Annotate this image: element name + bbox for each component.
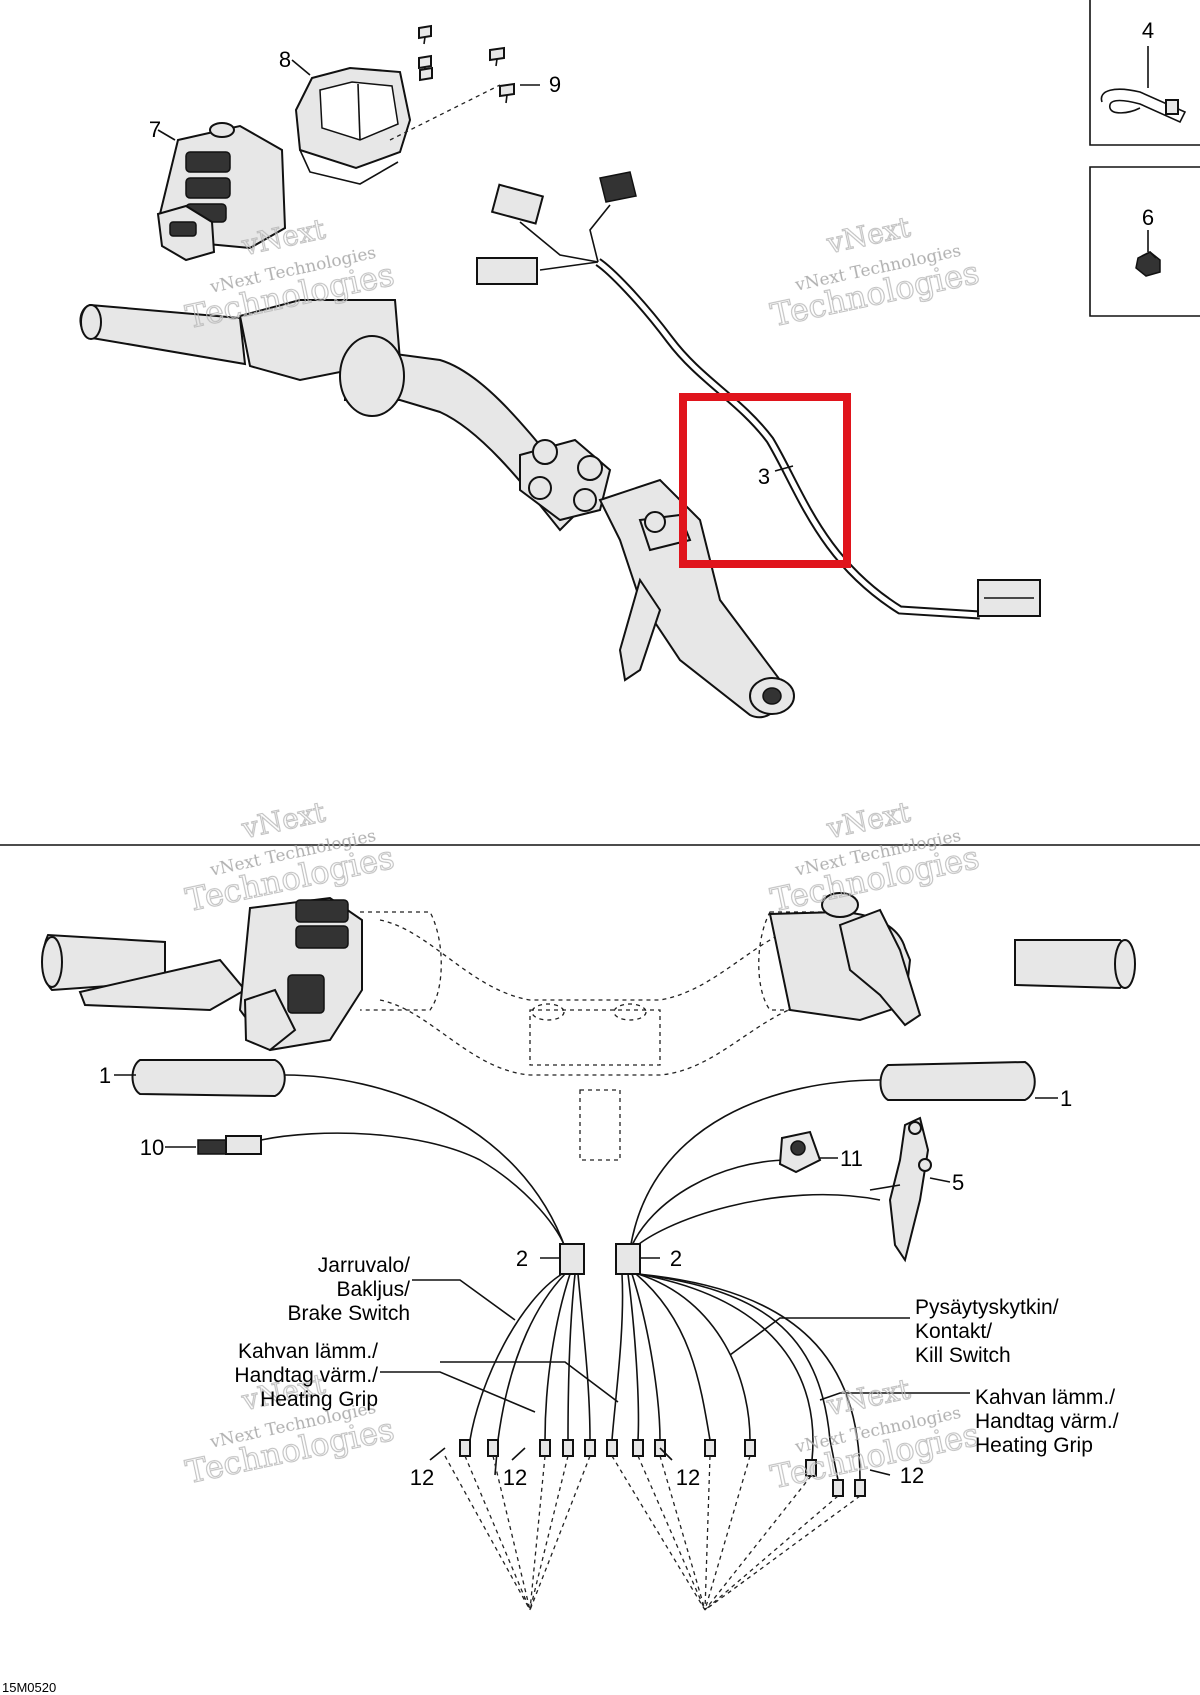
label-5: 5 xyxy=(952,1170,964,1195)
inset-box-6 xyxy=(1089,166,1200,317)
wiring-harness-3 xyxy=(476,171,1041,620)
label-12-b: 12 xyxy=(503,1465,527,1490)
drawing-code: 15M0520 xyxy=(2,1680,56,1695)
label-1-left: 1 xyxy=(99,1063,111,1088)
control-switch-module xyxy=(156,122,287,262)
clip-icon xyxy=(1135,251,1161,277)
label-2-left: 2 xyxy=(516,1246,528,1271)
dashed-connections xyxy=(444,1455,861,1611)
callout-heating-grip-right: Kahvan lämm./ Handtag värm./ Heating Gri… xyxy=(975,1386,1119,1457)
bracket-5 xyxy=(869,1116,932,1263)
heating-grip-elements xyxy=(131,1059,1036,1101)
switch-housing-cover xyxy=(294,66,412,185)
wire-bundle-left xyxy=(459,1273,596,1476)
inset-box-4 xyxy=(1089,0,1200,146)
svg-text:Kahvan lämm./: Kahvan lämm./ xyxy=(975,1386,1115,1409)
label-1-right: 1 xyxy=(1060,1086,1072,1111)
wire-grip-left xyxy=(284,1074,567,1251)
svg-text:Brake Switch: Brake Switch xyxy=(287,1302,410,1325)
label-6: 6 xyxy=(1142,205,1154,230)
connector-10 xyxy=(197,1132,567,1251)
handlebar-assembly-bottom xyxy=(41,892,1136,1161)
svg-text:Handtag värm./: Handtag värm./ xyxy=(975,1410,1119,1433)
label-8: 8 xyxy=(279,47,291,72)
wire-grip-right xyxy=(629,1079,881,1251)
highlight-box xyxy=(679,393,851,568)
screw-icons xyxy=(418,24,515,104)
svg-text:Pysäytyskytkin/: Pysäytyskytkin/ xyxy=(915,1296,1059,1319)
callout-kill-switch: Pysäytyskytkin/ Kontakt/ Kill Switch xyxy=(915,1296,1059,1367)
fastener-11 xyxy=(778,1130,822,1174)
sleeve-right xyxy=(615,1243,641,1275)
label-12-a: 12 xyxy=(410,1465,434,1490)
label-12-d: 12 xyxy=(900,1463,924,1488)
label-3: 3 xyxy=(758,464,770,489)
callout-heating-grip-left: Kahvan lämm./ Handtag värm./ Heating Gri… xyxy=(234,1340,378,1411)
label-11: 11 xyxy=(840,1146,863,1171)
handlebar-assembly-top xyxy=(79,299,795,719)
svg-text:Bakljus/: Bakljus/ xyxy=(336,1278,410,1301)
svg-text:Kill Switch: Kill Switch xyxy=(915,1344,1011,1367)
label-12-c: 12 xyxy=(676,1465,700,1490)
leader-3 xyxy=(774,465,794,472)
sleeve-left xyxy=(559,1243,585,1275)
cable-tie-icon xyxy=(1100,88,1187,124)
callout-brake-switch: Jarruvalo/ Bakljus/ Brake Switch xyxy=(287,1254,410,1325)
svg-text:Kontakt/: Kontakt/ xyxy=(915,1320,992,1343)
svg-text:Kahvan lämm./: Kahvan lämm./ xyxy=(238,1340,378,1363)
label-10: 10 xyxy=(140,1135,164,1160)
svg-text:Jarruvalo/: Jarruvalo/ xyxy=(318,1254,410,1277)
svg-text:Handtag värm./: Handtag värm./ xyxy=(234,1364,378,1387)
label-9: 9 xyxy=(549,72,561,97)
svg-text:Heating Grip: Heating Grip xyxy=(975,1434,1093,1457)
svg-text:Heating Grip: Heating Grip xyxy=(260,1388,378,1411)
label-2-right: 2 xyxy=(670,1246,682,1271)
label-7: 7 xyxy=(149,117,161,142)
label-4: 4 xyxy=(1142,18,1154,43)
